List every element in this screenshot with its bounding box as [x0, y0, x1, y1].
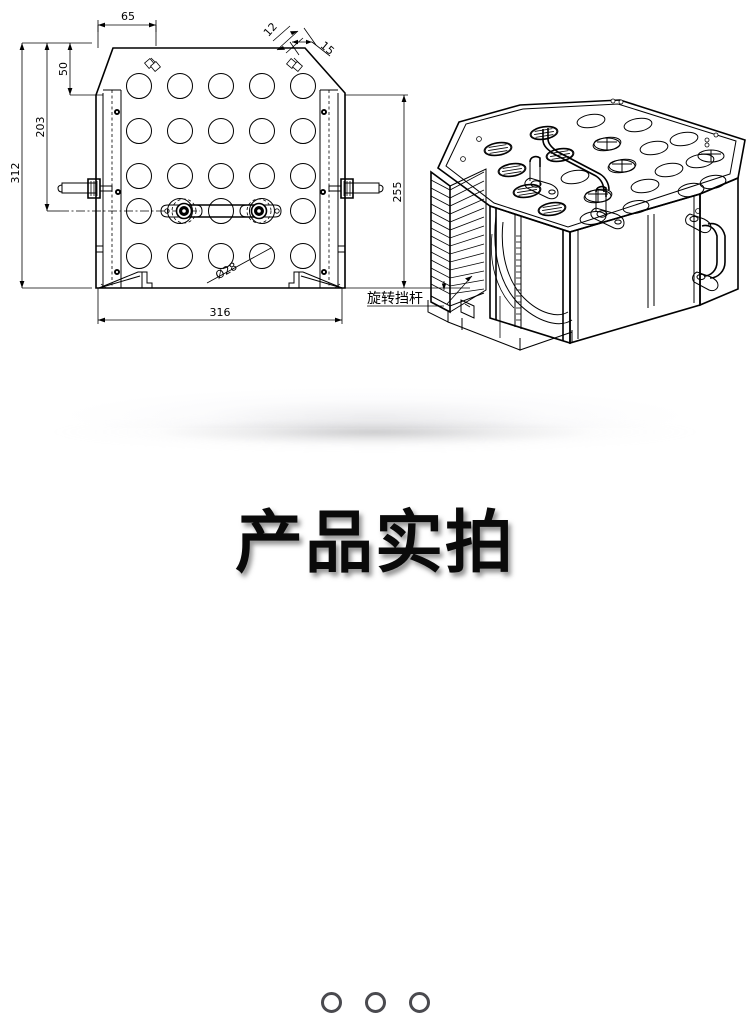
isometric-body-front: [489, 176, 739, 345]
dim-50-label: 50: [57, 62, 70, 76]
dot-2-icon: [364, 992, 386, 1013]
left-latch-pin: [57, 178, 122, 199]
dim-312: 312: [9, 42, 92, 289]
callout-rotating-bar-text: 旋转挡杆: [367, 291, 423, 307]
dim-255-label: 255: [391, 182, 404, 203]
banner-divider-glow: [60, 380, 690, 428]
dim-312-label: 312: [9, 163, 22, 184]
dim-50: 50: [57, 43, 103, 96]
right-latch-pin: [319, 178, 384, 199]
rotating-stopper-bar: [60, 198, 282, 224]
dim-203: 203: [34, 43, 60, 212]
dim-65: 65: [97, 10, 157, 48]
dot-3-icon: [408, 992, 430, 1013]
dim-316: 316: [97, 288, 343, 324]
isometric-callout-target-bracket: [460, 299, 475, 319]
top-fastener-right: [286, 57, 303, 72]
dim-203-label: 203: [34, 117, 47, 138]
front-orthographic-view: 65 312 203: [9, 10, 473, 324]
isometric-bottom-rails: [447, 296, 573, 351]
dim-65-label: 65: [121, 10, 135, 23]
technical-drawing-area: 65 312 203: [0, 0, 750, 360]
isometric-3d-view: [427, 98, 746, 351]
isometric-fin-stack: [427, 168, 487, 323]
callout-rotating-bar: 旋转挡杆: [367, 275, 473, 307]
banner-divider-shadow: [50, 412, 700, 452]
isometric-deck-fasteners: [460, 98, 719, 214]
isometric-rotating-bar: [524, 128, 625, 230]
top-fastener-left: [144, 57, 161, 72]
banner-title: 产品实拍: [234, 504, 515, 583]
banner-dots-row: [0, 992, 750, 1013]
product-banner: 产品实拍: [0, 360, 750, 1013]
dim-255: 255: [345, 94, 470, 289]
bottom-foot-right: [288, 271, 343, 289]
dot-1-icon: [320, 992, 342, 1013]
dim-316-label: 316: [210, 306, 231, 319]
bottom-foot-left: [98, 271, 153, 289]
right-side-rail: [319, 89, 345, 288]
isometric-right-handles: [685, 213, 726, 292]
